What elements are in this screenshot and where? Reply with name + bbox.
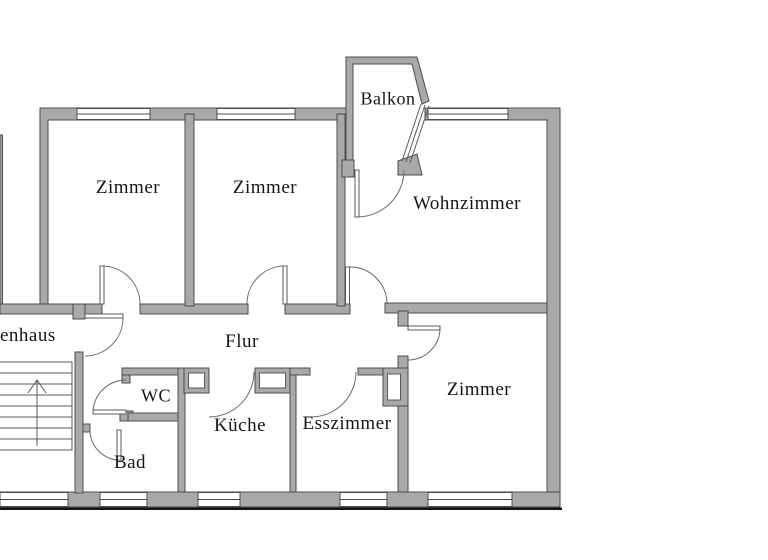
- room-label-kueche: Küche: [213, 415, 267, 436]
- wall: [82, 423, 91, 433]
- wall: [336, 113, 346, 307]
- door-swing-arc: [84, 317, 124, 357]
- room-label-flur: Flur: [225, 331, 259, 352]
- wall: [72, 303, 86, 320]
- door-swing-arc: [208, 371, 255, 418]
- door-swing-arc: [407, 327, 441, 361]
- door-leaves: [84, 169, 441, 461]
- room-label-zimmer-top-middle: Zimmer: [232, 177, 298, 198]
- interior-window: [387, 373, 401, 401]
- door-swing-arc: [246, 265, 286, 305]
- room-label-zimmer-top-left: Zimmer: [95, 177, 161, 198]
- wall: [177, 367, 186, 493]
- door-leaf: [282, 265, 288, 305]
- door-leaf: [84, 313, 124, 319]
- balcony-wall: [341, 159, 355, 178]
- door-leaf: [99, 265, 105, 305]
- balcony-window: [401, 103, 430, 164]
- wall: [289, 367, 311, 376]
- treppenhaus-label: enhaus: [0, 325, 56, 346]
- interior-windows: [183, 103, 430, 407]
- door-swing-arc: [92, 379, 127, 414]
- door-swing-arc: [310, 371, 357, 418]
- room-label-zimmer-right: Zimmer: [446, 379, 512, 400]
- wall: [397, 402, 409, 493]
- room-label-wc: WC: [141, 385, 171, 406]
- wall: [384, 302, 548, 314]
- wall: [121, 367, 186, 376]
- balcony-wall: [345, 56, 430, 173]
- door-swing-arc: [89, 429, 121, 461]
- door-swings: [84, 169, 441, 461]
- wall: [284, 303, 351, 315]
- door-swing-arc: [101, 265, 141, 305]
- door-leaf: [407, 325, 441, 331]
- wall: [289, 374, 297, 493]
- stair-direction-arrow: [27, 379, 47, 446]
- balcony-wall: [397, 153, 423, 176]
- adjacent-building-wall: [0, 134, 3, 305]
- interior-window: [188, 372, 205, 389]
- door-swing-arc: [356, 169, 405, 218]
- wall: [184, 113, 195, 307]
- wall: [357, 367, 386, 376]
- door-swing-arc: [349, 266, 388, 305]
- door-leaf: [354, 169, 360, 218]
- exterior-windows: [0, 108, 513, 507]
- wall: [127, 412, 179, 422]
- interior-window: [259, 372, 286, 389]
- door-leaf: [345, 266, 350, 305]
- ground-line: [0, 507, 562, 510]
- room-label-bad: Bad: [113, 452, 147, 473]
- staircase: [0, 361, 73, 451]
- wall: [397, 310, 409, 327]
- room-label-balkon: Balkon: [360, 88, 416, 109]
- room-label-esszimmer: Esszimmer: [302, 413, 392, 434]
- walls: [0, 56, 561, 508]
- door-leaf: [116, 429, 122, 461]
- room-label-wohnzimmer: Wohnzimmer: [413, 193, 521, 214]
- wall: [0, 303, 103, 315]
- door-leaf: [92, 409, 127, 415]
- wall: [74, 351, 84, 494]
